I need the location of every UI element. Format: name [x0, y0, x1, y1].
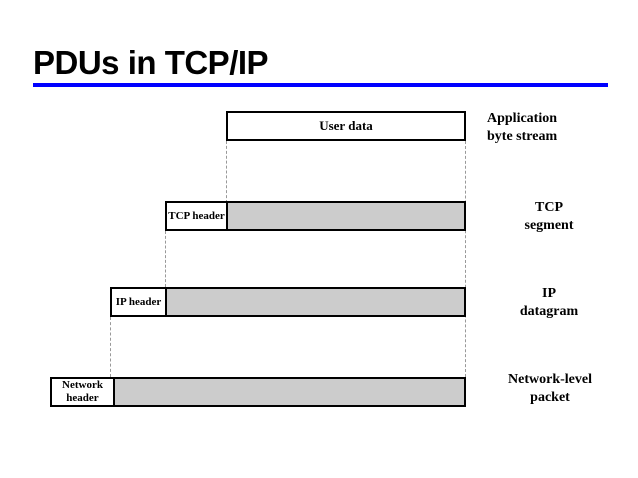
connector-app-to-tcp-left: [226, 141, 227, 203]
ip-header-cell: IP header: [112, 289, 167, 315]
stack-label-tcp: TCP segment: [524, 200, 574, 233]
network-header-cell: Network header: [52, 379, 115, 405]
page-title: PDUs in TCP/IP: [33, 44, 269, 81]
connector-right-edge: [465, 141, 466, 377]
layer-row-ip: IP header: [110, 287, 466, 317]
title-divider: [33, 83, 608, 87]
user-data-payload: User data: [228, 113, 464, 139]
connector-tcp-to-ip-left: [165, 231, 166, 287]
layer-row-network: Network header: [50, 377, 466, 407]
layer-row-application: User data: [226, 111, 466, 141]
ip-payload-cell: [167, 289, 464, 315]
stack-label-ip: IP datagram: [519, 286, 579, 319]
stack-label-network: Network-level packet: [508, 372, 592, 405]
tcp-payload-cell: [228, 203, 464, 229]
network-payload-cell: [115, 379, 464, 405]
connector-ip-to-net-left: [110, 317, 111, 377]
layer-row-tcp: TCP header: [165, 201, 466, 231]
stack-label-application: Application byte stream: [487, 111, 558, 144]
tcp-header-cell: TCP header: [167, 203, 228, 229]
